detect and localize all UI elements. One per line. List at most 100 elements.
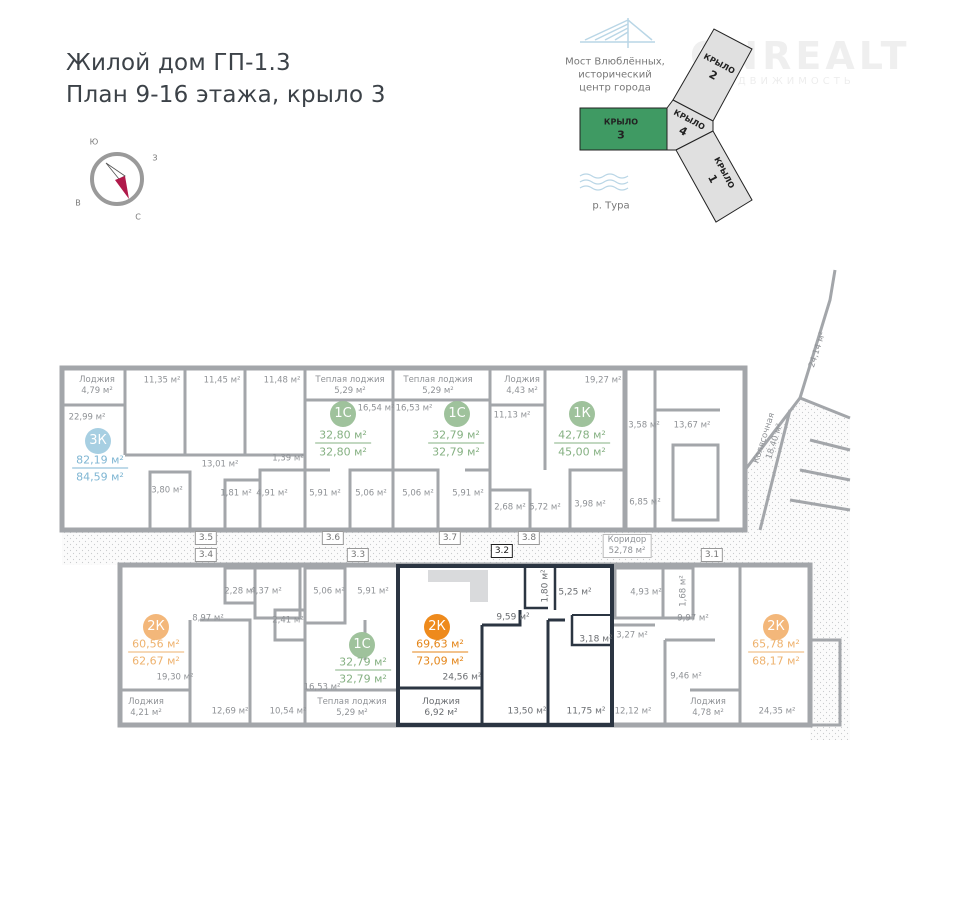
entrance-tag: 3.7 xyxy=(438,531,462,545)
wing-number: 2 xyxy=(706,67,720,83)
entrance-tag: 3.8 xyxy=(517,531,541,545)
loggia-label: Лоджия 4,21 м² xyxy=(128,697,164,718)
living-area: 32,79 м² xyxy=(335,656,391,671)
room-area: 24,35 м² xyxy=(758,706,796,717)
room-area: 9,59 м² xyxy=(496,612,530,623)
corridor-floor xyxy=(62,440,840,565)
entrance-tag: 3.1 xyxy=(700,548,724,562)
compass-east-label: В xyxy=(75,198,81,208)
room-area: 3,80 м² xyxy=(151,485,183,496)
room-area: 5,91 м² xyxy=(357,586,389,597)
stairwell-area: 13,67 м² xyxy=(673,420,711,431)
total-area: 68,17 м² xyxy=(752,654,800,668)
wing-3-shape[interactable] xyxy=(579,107,668,151)
compass-north-label: С xyxy=(135,212,141,222)
room-area: 2,68 м² xyxy=(494,502,526,513)
room-area: 5,72 м² xyxy=(529,502,561,513)
apartment-type-badge: 2К xyxy=(424,614,450,640)
living-area: 60,56 м² xyxy=(128,638,184,653)
building-wings-map xyxy=(579,28,753,223)
page-title: Жилой дом ГП-1.3 xyxy=(66,50,291,76)
selected-apartment-outline[interactable] xyxy=(396,564,614,727)
river-waves-icon xyxy=(579,173,629,191)
compass-west-label: З xyxy=(152,153,158,163)
wing-1-shape[interactable] xyxy=(675,130,753,223)
page-subtitle: План 9-16 этажа, крыло 3 xyxy=(66,82,386,108)
apartment-type-badge: 1С xyxy=(444,401,470,427)
corridor-area: 52,78 м² xyxy=(608,546,646,556)
loggia-label: Теплая лоджия 5,29 м² xyxy=(317,697,387,718)
total-area: 73,09 м² xyxy=(416,654,464,668)
entrance-tag: 3.5 xyxy=(194,531,218,545)
wing-number: 1 xyxy=(705,172,721,186)
room-area: 24,56 м² xyxy=(442,672,482,683)
room-area: 1,80 м² xyxy=(540,569,551,603)
loggia-label: Лоджия 6,92 м² xyxy=(422,697,460,718)
entrance-tag: 3.4 xyxy=(194,548,218,562)
room-area: 5,91 м² xyxy=(452,488,484,499)
room-area: 16,54 м² xyxy=(357,403,395,414)
apartment-type-badge: 1С xyxy=(349,632,375,658)
room-area: 5,25 м² xyxy=(558,587,592,598)
room-area: 4,93 м² xyxy=(630,587,662,598)
entrance-tag: 3.6 xyxy=(321,531,345,545)
core-room-area: 3,58 м² xyxy=(628,420,660,431)
room-area: 1,68 м² xyxy=(678,575,689,607)
loggia-label: Лоджия 4,43 м² xyxy=(504,375,540,396)
river-label: р. Тура xyxy=(592,200,630,212)
loggia-label: Лоджия 4,79 м² xyxy=(79,375,115,396)
room-area: 11,13 м² xyxy=(493,410,531,421)
living-area: 82,19 м² xyxy=(72,454,128,469)
wing-word: КРЫЛО xyxy=(603,117,639,127)
compass-icon xyxy=(90,152,144,206)
room-area: 5,91 м² xyxy=(309,488,341,499)
total-area: 32,79 м² xyxy=(339,672,387,686)
living-area: 32,79 м² xyxy=(428,429,484,444)
apartment-type-badge: 2К xyxy=(763,614,789,640)
room-area: 12,69 м² xyxy=(211,706,249,717)
total-area: 45,00 м² xyxy=(558,445,606,459)
room-area: 22,99 м² xyxy=(68,412,106,423)
room-area: 1,81 м² xyxy=(220,488,252,499)
room-area: 19,30 м² xyxy=(156,672,194,683)
room-area: 9,97 м² xyxy=(677,613,709,624)
room-area: 3,18 м² xyxy=(579,634,613,645)
living-area: 69,63 м² xyxy=(412,638,468,653)
corridor-name: Коридор xyxy=(607,535,647,545)
room-area: 11,48 м² xyxy=(263,375,301,386)
room-area: 3,98 м² xyxy=(574,499,606,510)
room-area: 19,27 м² xyxy=(584,375,622,386)
total-area: 62,67 м² xyxy=(132,654,180,668)
total-area: 32,79 м² xyxy=(432,445,480,459)
wing-number: 3 xyxy=(617,128,625,142)
living-area: 65,78 м² xyxy=(748,638,804,653)
entrance-tag: 3.3 xyxy=(346,548,370,562)
watermark-subtitle: НЕДВИЖИМОСТЬ xyxy=(716,76,855,87)
apartment-type-badge: 2К xyxy=(143,614,169,640)
room-area: 5,06 м² xyxy=(402,488,434,499)
living-area: 32,80 м² xyxy=(315,429,371,444)
room-area: 13,50 м² xyxy=(507,706,547,717)
room-area: 2,41 м² xyxy=(272,615,304,626)
room-area: 5,06 м² xyxy=(355,488,387,499)
landmark-label: Мост Влюблённых, исторический центр горо… xyxy=(565,56,665,94)
loggia-label: Теплая лоджия 5,29 м² xyxy=(315,375,385,396)
room-area: 16,53 м² xyxy=(395,403,433,414)
room-area: 11,45 м² xyxy=(203,375,241,386)
core-room-area: 6,85 м² xyxy=(629,497,661,508)
apartment-type-badge: 1С xyxy=(330,401,356,427)
room-area: 10,54 м² xyxy=(269,706,307,717)
loggia-label: Теплая лоджия 5,29 м² xyxy=(403,375,473,396)
entrance-tag-selected: 3.2 xyxy=(490,544,514,558)
loggia-label: Лоджия 4,78 м² xyxy=(690,697,726,718)
room-area: 13,01 м² xyxy=(201,459,239,470)
bridge-icon xyxy=(580,18,655,48)
living-area: 42,78 м² xyxy=(554,429,610,444)
room-area: 9,46 м² xyxy=(670,671,702,682)
room-area: 5,06 м² xyxy=(313,586,345,597)
room-area: 16,53 м² xyxy=(303,682,341,693)
room-area: 8,97 м² xyxy=(192,613,224,624)
